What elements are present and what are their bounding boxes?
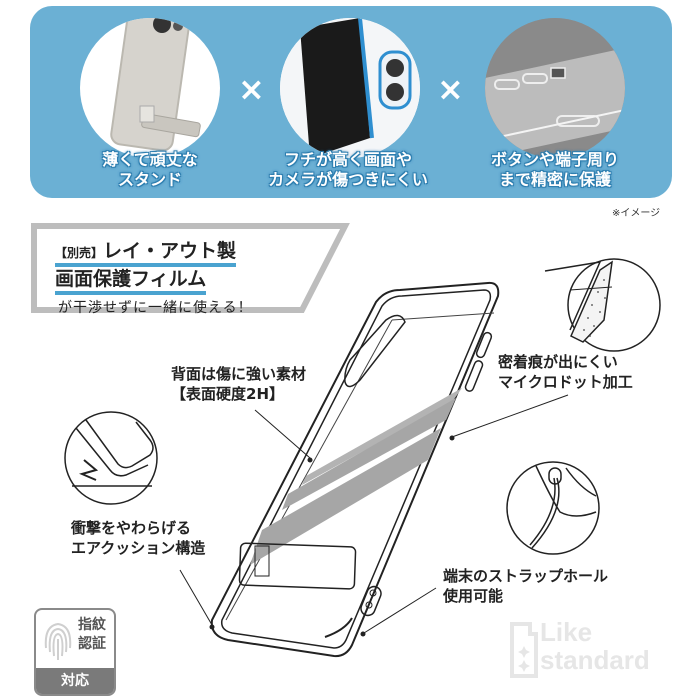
fingerprint-icon	[44, 622, 72, 660]
stand-photo	[80, 18, 220, 158]
raised-edge-photo	[280, 18, 420, 158]
case-buttons-illustration	[485, 18, 625, 158]
fingerprint-badge: 指紋 認証 対応	[34, 608, 116, 696]
button-port-photo	[485, 18, 625, 158]
callout-subtitle: が干渉せずに一緒に使える！	[58, 300, 253, 316]
callout-film-name: 画面保護フィルム	[55, 264, 207, 295]
brand-watermark: Like standard	[540, 617, 650, 675]
badge-line2: 認証	[78, 636, 106, 652]
callout-product-name: レイ・アウト製	[103, 240, 237, 262]
brand-logo-icon	[510, 622, 538, 678]
label-back-material: 背面は傷に強い素材 【表面硬度2H】	[171, 365, 307, 403]
label-microdot: 密着痕が出にくい マイクロドット加工	[498, 353, 633, 391]
badge-support-label: 対応	[36, 668, 114, 694]
callout-title-line2: 画面保護フィルム	[55, 264, 207, 295]
label-strap-hole: 端末のストラップホール 使用可能	[443, 567, 609, 605]
feature-label-buttons: ボタンや端子周り まで精密に保護	[490, 150, 619, 189]
phone-camera-illustration	[280, 18, 420, 158]
callout-box-frame	[31, 223, 350, 313]
callout-title-line1: 【別売】レイ・アウト製	[55, 236, 237, 267]
times-separator-1: ×	[238, 70, 265, 108]
times-separator-2: ×	[437, 70, 464, 108]
feature-label-edge: フチが高く画面や カメラが傷つきにくい	[268, 150, 428, 189]
callout-tag: 【別売】	[55, 246, 104, 260]
label-air-cushion: 衝撃をやわらげる エアクッション構造	[71, 519, 206, 557]
badge-line1: 指紋	[78, 617, 106, 633]
feature-label-stand: 薄くて頑丈な スタンド	[102, 150, 198, 189]
image-note: ※イメージ	[612, 208, 661, 219]
